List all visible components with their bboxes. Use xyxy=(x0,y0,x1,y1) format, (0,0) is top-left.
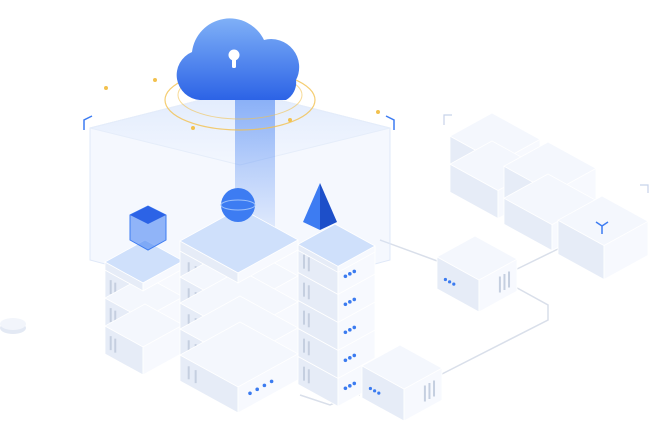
network-switch xyxy=(361,344,443,422)
sparkle-dot xyxy=(153,78,157,82)
pyramid-icon-right xyxy=(320,183,337,230)
status-light xyxy=(255,387,259,392)
sphere-icon xyxy=(221,188,255,222)
status-light xyxy=(348,272,352,276)
status-light xyxy=(343,386,348,391)
sphere-ring xyxy=(220,199,256,211)
box-top-face xyxy=(557,195,649,246)
sparkle-dot xyxy=(376,110,380,114)
cloud-icon xyxy=(104,18,380,131)
storage-block xyxy=(557,195,649,281)
network-switch xyxy=(436,235,518,313)
box-top-face xyxy=(179,207,299,274)
port-light xyxy=(448,280,452,284)
left-stack-top xyxy=(104,239,184,292)
port-light xyxy=(377,391,381,395)
status-light xyxy=(343,302,348,307)
port-light xyxy=(443,277,447,282)
connection-line xyxy=(514,247,561,271)
corner-bracket xyxy=(443,114,649,193)
server-unit xyxy=(179,321,299,414)
status-light xyxy=(269,379,274,384)
box-top-face xyxy=(104,239,184,284)
cube-icon-top xyxy=(130,206,166,224)
storage-blocks xyxy=(443,112,649,281)
status-light xyxy=(348,384,352,388)
status-light xyxy=(343,330,348,335)
status-light xyxy=(352,269,357,274)
middle-stack-top xyxy=(179,207,299,284)
port-light xyxy=(452,282,456,286)
box-top-face xyxy=(179,321,299,388)
corner-bracket xyxy=(83,115,395,130)
status-light xyxy=(352,325,357,330)
status-light xyxy=(343,358,348,363)
status-light xyxy=(348,300,352,304)
status-light xyxy=(352,353,357,358)
server-racks xyxy=(104,183,376,414)
port-light xyxy=(368,386,372,391)
keyhole-icon xyxy=(228,49,240,61)
network-devices xyxy=(361,235,518,422)
box-top-face xyxy=(297,223,376,267)
box-top-face xyxy=(104,303,184,348)
status-light xyxy=(348,356,352,360)
sparkle-dot xyxy=(288,118,292,122)
status-light xyxy=(262,383,267,388)
floating-disk-top xyxy=(0,318,26,330)
sparkle-dot xyxy=(191,126,195,130)
server-unit xyxy=(104,303,184,376)
status-light xyxy=(343,274,348,279)
status-light xyxy=(348,328,352,332)
status-light xyxy=(352,297,357,302)
sparkle-dot xyxy=(104,86,108,90)
port-light xyxy=(373,389,377,393)
status-light xyxy=(248,391,252,396)
box-top-face xyxy=(361,344,443,390)
keyhole-icon-stem xyxy=(232,58,236,68)
y-connector-icon xyxy=(595,221,609,234)
cloud-shape xyxy=(176,18,300,100)
box-top-face xyxy=(436,235,518,281)
status-light xyxy=(352,381,357,386)
right-stack-top xyxy=(297,223,376,274)
pyramid-icon-left xyxy=(303,183,320,230)
